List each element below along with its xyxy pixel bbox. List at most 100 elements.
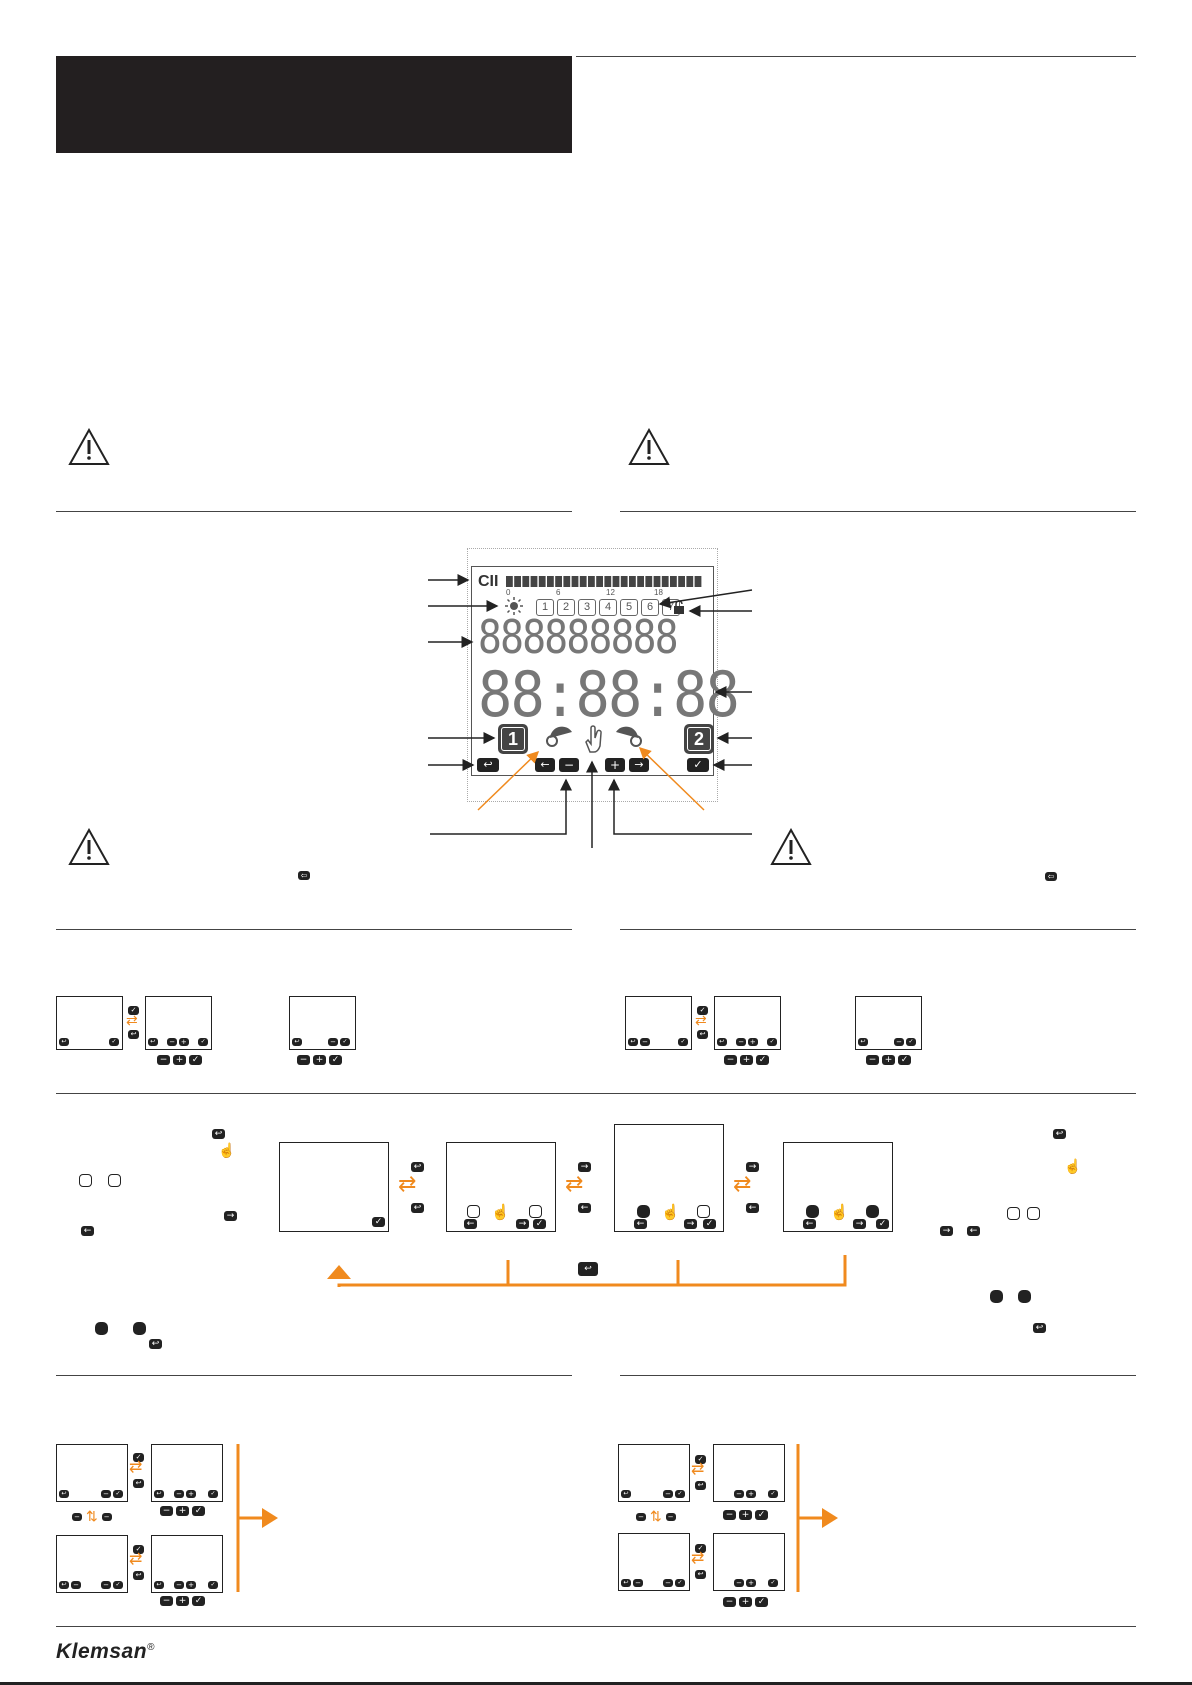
mini-screen-buttons: ↩−✓: [858, 1038, 918, 1046]
hour-segment: [530, 576, 538, 587]
ok-icon[interactable]: ✓: [687, 758, 709, 772]
minus-icon[interactable]: −: [724, 1055, 737, 1065]
swap-arrow-icon: ⇄: [398, 1171, 417, 1196]
ok-icon[interactable]: ✓: [755, 1510, 768, 1520]
ok-icon[interactable]: ✓: [189, 1055, 202, 1065]
hour-segment: [579, 576, 587, 587]
left-arrow-icon[interactable]: ←: [535, 758, 555, 772]
minus-icon: −: [101, 1512, 112, 1521]
ok-icon: ✓: [695, 1544, 706, 1553]
bracket-arrow: [236, 1444, 278, 1592]
channel-indicator-filled: [95, 1322, 108, 1335]
left-arrow-icon: ←: [746, 1203, 759, 1213]
back-icon[interactable]: ↩: [477, 758, 499, 772]
plus-icon[interactable]: +: [313, 1055, 326, 1065]
hour-segment: [620, 576, 628, 587]
back-icon: ↩: [858, 1038, 868, 1046]
minus-icon[interactable]: −: [160, 1596, 173, 1606]
plus-icon[interactable]: +: [739, 1510, 752, 1520]
plus-icon[interactable]: +: [882, 1055, 895, 1065]
hour-segment: [612, 576, 620, 587]
right-arrow-icon[interactable]: →: [629, 758, 649, 772]
hand-icon: ☝: [491, 1204, 510, 1221]
minus-icon[interactable]: −: [297, 1055, 310, 1065]
ok-icon: ✓: [906, 1038, 916, 1046]
hardware-buttons: −+✓: [160, 1506, 205, 1516]
back-icon: ↩: [292, 1038, 302, 1046]
channel-indicators-on: [990, 1290, 1031, 1303]
warning-icon: [628, 428, 670, 465]
channel-indicator-filled: [990, 1290, 1003, 1303]
ok-icon[interactable]: ✓: [329, 1055, 342, 1065]
minus-icon: −: [636, 1512, 646, 1521]
mini-screen-buttons: −+✓: [716, 1490, 782, 1498]
ok-icon[interactable]: ✓: [192, 1506, 205, 1516]
back-icon: ↩: [148, 1038, 158, 1046]
right-arrow-icon: →: [940, 1226, 953, 1236]
day-number: 1: [536, 599, 554, 616]
back-icon: ↩: [621, 1490, 631, 1498]
section-rule: [620, 511, 1136, 512]
back-icon: ↩: [411, 1162, 424, 1172]
ok-icon[interactable]: ✓: [898, 1055, 911, 1065]
back-icon: ↩: [128, 1030, 139, 1039]
back-icon: ↩: [621, 1579, 631, 1587]
flow-screen-2-controls: ☝ ← → ✓: [464, 1204, 551, 1229]
hour-ticks: 0 6 12 18: [506, 588, 706, 598]
swap-arrow-icon: ⇄: [691, 1461, 705, 1478]
hour-tick: 6: [556, 588, 561, 597]
plus-icon[interactable]: +: [176, 1596, 189, 1606]
channel-indicator-empty: [1007, 1207, 1020, 1220]
day-number: 6: [641, 599, 659, 616]
hour-segment: [538, 576, 546, 587]
flow-screen-3-controls: ☝ ← → ✓: [634, 1204, 721, 1229]
mini-screen-buttons: ↩−−✓: [621, 1579, 687, 1587]
back-icon: ↩: [697, 1030, 708, 1039]
minus-icon[interactable]: −: [723, 1510, 736, 1520]
hour-segment: [694, 576, 702, 587]
bottom-bar: [0, 1682, 1192, 1685]
ok-icon[interactable]: ✓: [756, 1055, 769, 1065]
minus-icon[interactable]: −: [157, 1055, 170, 1065]
hour-segment: [506, 576, 513, 587]
ok-icon: ✓: [128, 1006, 139, 1015]
channel-indicator-empty: [467, 1205, 480, 1218]
plus-icon[interactable]: +: [605, 758, 625, 772]
minus-icon: −: [640, 1038, 650, 1046]
channel-indicator-filled: [133, 1322, 146, 1335]
ok-icon: ✓: [695, 1455, 706, 1464]
minus-icon[interactable]: −: [866, 1055, 879, 1065]
hour-segment: [645, 576, 653, 587]
hour-segment: [653, 576, 661, 587]
minus-icon[interactable]: −: [723, 1597, 736, 1607]
mini-screen-buttons: −+✓: [716, 1579, 782, 1587]
ok-icon: ✓: [340, 1038, 350, 1046]
plus-icon[interactable]: +: [740, 1055, 753, 1065]
sun-icon: [505, 597, 523, 615]
mini-screen-buttons: ↩−+✓: [154, 1490, 220, 1498]
registered-mark: ®: [147, 1642, 155, 1653]
channel-indicator-empty: [79, 1174, 92, 1187]
plus-icon[interactable]: +: [176, 1506, 189, 1516]
ok-icon[interactable]: ✓: [192, 1596, 205, 1606]
minus-icon: −: [174, 1490, 184, 1498]
plus-icon[interactable]: +: [173, 1055, 186, 1065]
ok-icon: ✓: [675, 1490, 685, 1498]
plus-icon[interactable]: +: [739, 1597, 752, 1607]
back-icon: ⇦: [1045, 872, 1057, 881]
hour-segment: [661, 576, 669, 587]
right-arrow-icon: →: [853, 1219, 866, 1229]
hour-bar: [506, 576, 702, 587]
channel-2-label: 2: [687, 727, 711, 751]
right-arrow-icon: →: [578, 1162, 591, 1172]
vertical-swap-icon: ⇅: [650, 1508, 662, 1524]
day-number: 3: [578, 599, 596, 616]
minus-icon[interactable]: −: [160, 1506, 173, 1516]
minus-icon[interactable]: −: [559, 758, 579, 772]
channel-indicator-empty: [108, 1174, 121, 1187]
flow-screen-3: [614, 1124, 724, 1232]
hand-icon: ☝: [1064, 1158, 1082, 1174]
ok-icon[interactable]: ✓: [755, 1597, 768, 1607]
channel-indicator-empty: [529, 1205, 542, 1218]
hour-segment: [588, 576, 595, 587]
